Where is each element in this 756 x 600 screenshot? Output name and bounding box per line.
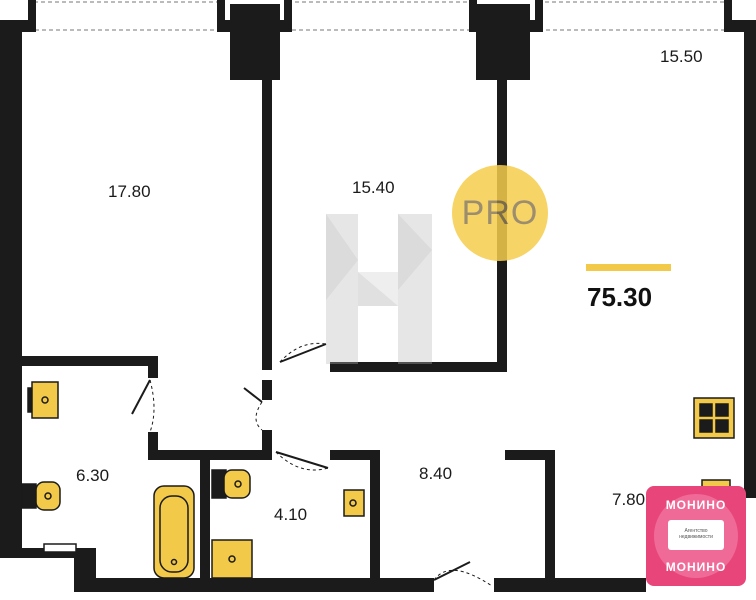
h-watermark [326, 214, 432, 364]
total-area: 75.30 [587, 282, 653, 312]
total-area-bar [586, 264, 671, 271]
bathtub-icon [153, 485, 195, 579]
column-right [476, 4, 530, 80]
stamp-brand-bottom: МОНИНО [665, 560, 727, 574]
doors [131, 342, 493, 587]
room-area-wc: 4.10 [274, 505, 308, 524]
pro-badge-text: PRO [461, 193, 539, 232]
washer-icon [43, 543, 77, 553]
door-entrance [433, 561, 471, 581]
window-right [537, 1, 727, 31]
stamp-center: Агентство недвижимости [668, 520, 724, 550]
stamp-brand-top: МОНИНО [665, 498, 727, 512]
agency-stamp: МОНИНО Агентство недвижимости МОНИНО [646, 486, 746, 586]
window-middle [287, 1, 475, 31]
stamp-small-text: Агентство недвижимости [679, 528, 713, 540]
door-bathroom [131, 379, 151, 415]
room-area-kitchen: 7.80 [612, 490, 646, 509]
shower-icon [211, 539, 253, 579]
fixtures [21, 381, 735, 579]
room-area-bedroom-middle: 15.40 [352, 178, 395, 197]
wc-sink-icon [343, 489, 365, 517]
room-area-bathroom: 6.30 [76, 466, 110, 485]
column-left [230, 4, 280, 80]
toilet-icon [21, 483, 37, 509]
window-left [33, 1, 223, 31]
door-hall-left [243, 387, 263, 403]
room-area-bedroom-left: 17.80 [108, 182, 151, 201]
pro-badge: PRO [452, 165, 548, 261]
room-area-hall: 8.40 [419, 464, 453, 483]
windows [33, 1, 727, 31]
door-wc [275, 451, 329, 469]
door-bedroom-middle [279, 343, 327, 363]
room-area-living-right: 15.50 [660, 47, 703, 66]
